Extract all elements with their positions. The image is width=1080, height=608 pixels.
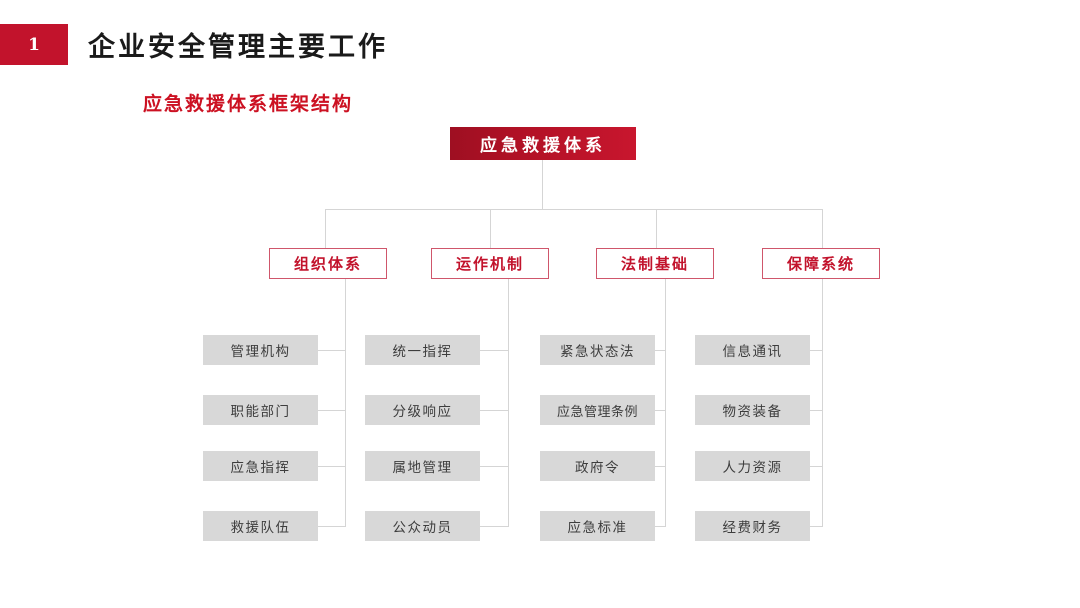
connector-stub-1-1 [318,350,346,351]
connector-stub-2-4 [480,526,509,527]
leaf-box-3-2[interactable]: 应急管理条例 [540,395,655,425]
section-number-badge: 1 [0,24,68,65]
category-box-1[interactable]: 组织体系 [269,248,387,279]
connector-stub-1-3 [318,466,346,467]
connector-spine-4 [822,279,823,526]
leaf-box-4-1[interactable]: 信息通讯 [695,335,810,365]
leaf-box-1-2[interactable]: 职能部门 [203,395,318,425]
connector-stub-1-2 [318,410,346,411]
leaf-box-1-1[interactable]: 管理机构 [203,335,318,365]
connector-stub-3-3 [655,466,666,467]
connector-drop-category-2 [490,209,491,248]
connector-spine-1 [345,279,346,526]
connector-stub-4-1 [810,350,823,351]
connector-root-stem [542,160,543,209]
connector-stub-2-3 [480,466,509,467]
connector-stub-4-4 [810,526,823,527]
category-box-3[interactable]: 法制基础 [596,248,714,279]
leaf-box-4-4[interactable]: 经费财务 [695,511,810,541]
org-root-node: 应急救援体系 [450,127,636,160]
leaf-box-3-4[interactable]: 应急标准 [540,511,655,541]
connector-spine-2 [508,279,509,526]
connector-stub-1-4 [318,526,346,527]
leaf-box-2-2[interactable]: 分级响应 [365,395,480,425]
category-box-4[interactable]: 保障系统 [762,248,880,279]
category-box-2[interactable]: 运作机制 [431,248,549,279]
leaf-box-4-3[interactable]: 人力资源 [695,451,810,481]
connector-stub-2-2 [480,410,509,411]
leaf-box-2-4[interactable]: 公众动员 [365,511,480,541]
leaf-box-2-1[interactable]: 统一指挥 [365,335,480,365]
connector-distribution-bar [325,209,822,210]
leaf-box-2-3[interactable]: 属地管理 [365,451,480,481]
leaf-box-3-1[interactable]: 紧急状态法 [540,335,655,365]
connector-stub-4-2 [810,410,823,411]
connector-drop-category-4 [822,209,823,248]
leaf-box-3-3[interactable]: 政府令 [540,451,655,481]
connector-stub-3-1 [655,350,666,351]
connector-drop-category-1 [325,209,326,248]
page-title: 企业安全管理主要工作 [88,32,388,63]
leaf-box-4-2[interactable]: 物资装备 [695,395,810,425]
connector-stub-4-3 [810,466,823,467]
connector-drop-category-3 [656,209,657,248]
chart-subtitle: 应急救援体系框架结构 [143,93,354,115]
connector-stub-3-2 [655,410,666,411]
leaf-box-1-3[interactable]: 应急指挥 [203,451,318,481]
connector-stub-2-1 [480,350,509,351]
connector-spine-3 [665,279,666,526]
leaf-box-1-4[interactable]: 救援队伍 [203,511,318,541]
connector-stub-3-4 [655,526,666,527]
